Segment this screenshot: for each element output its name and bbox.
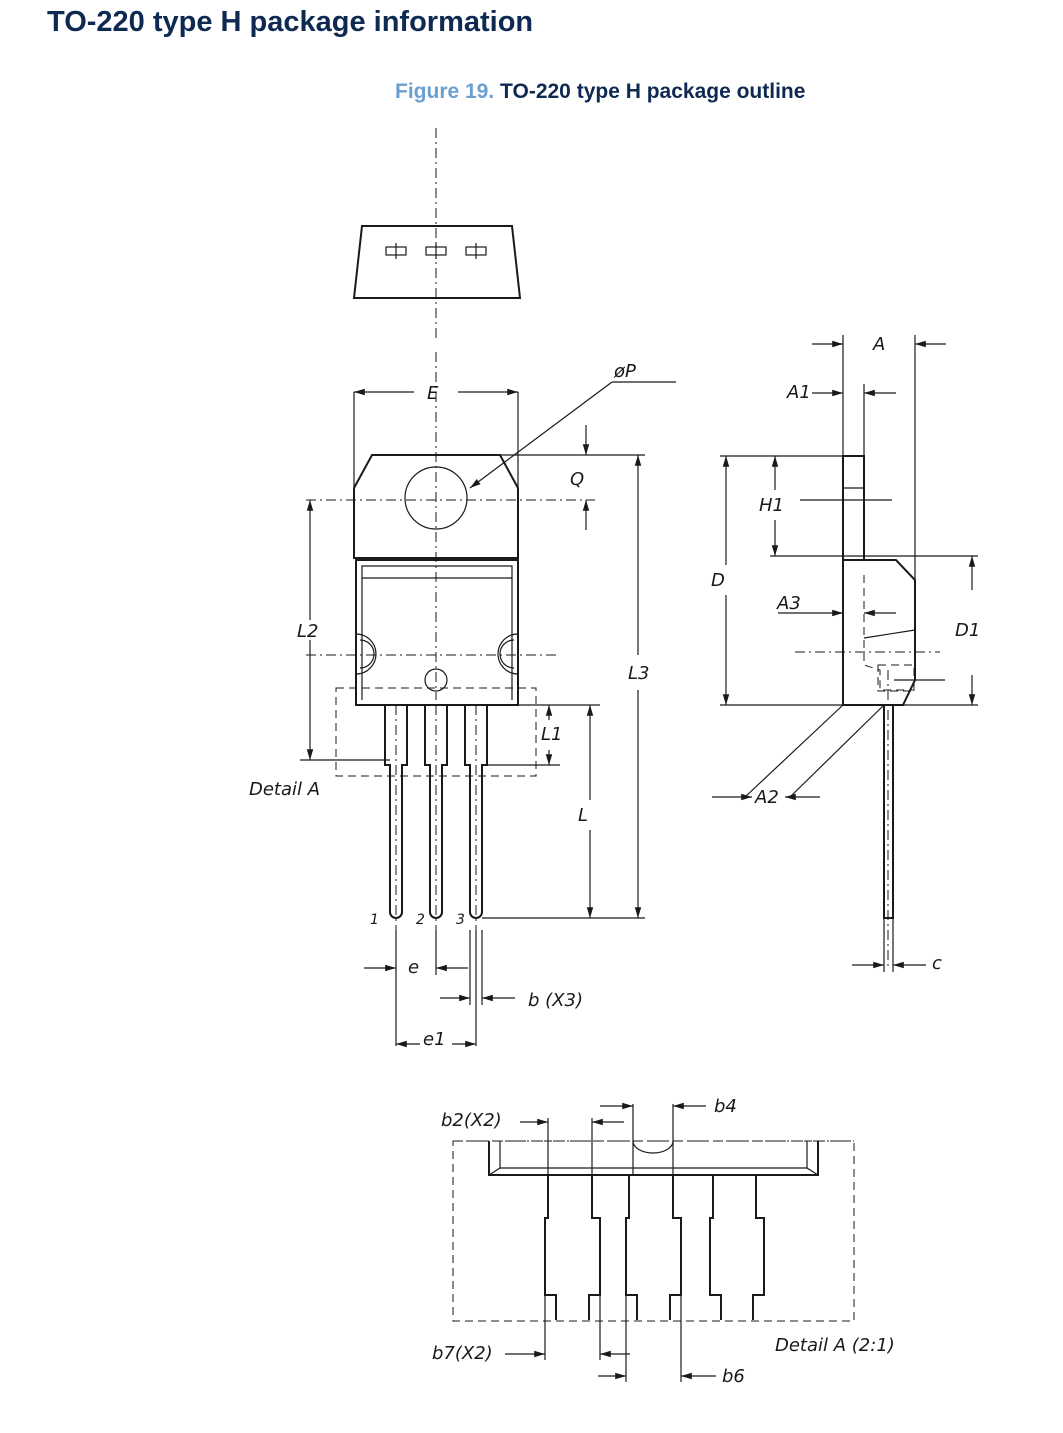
label-A: A bbox=[872, 334, 885, 355]
figure-number: Figure 19. bbox=[395, 80, 495, 103]
side-view bbox=[712, 335, 978, 972]
label-L3: L3 bbox=[628, 663, 649, 684]
label-pin-2: 2 bbox=[416, 912, 425, 928]
figure-title: TO-220 type H package outline bbox=[500, 80, 806, 103]
label-pin-3: 3 bbox=[456, 912, 465, 928]
label-pin-1: 1 bbox=[370, 912, 379, 928]
label-b6: b6 bbox=[722, 1366, 745, 1387]
detail-a-view bbox=[452, 1102, 855, 1382]
label-L1: L1 bbox=[541, 724, 562, 745]
label-detail-a-scale: Detail A (2:1) bbox=[775, 1335, 895, 1356]
label-Q: Q bbox=[570, 469, 584, 490]
label-b: b (X3) bbox=[528, 990, 583, 1011]
label-e1: e1 bbox=[423, 1029, 446, 1050]
top-view bbox=[352, 128, 522, 340]
label-b4: b4 bbox=[714, 1096, 737, 1117]
label-L2: L2 bbox=[297, 621, 318, 642]
label-A2: A2 bbox=[754, 787, 779, 808]
label-H1: H1 bbox=[759, 495, 784, 516]
label-detail-a: Detail A bbox=[249, 779, 320, 800]
label-D1: D1 bbox=[955, 620, 980, 641]
page-heading: TO-220 type H package information bbox=[47, 6, 534, 38]
label-c: c bbox=[932, 953, 942, 974]
label-b7: b7(X2) bbox=[432, 1343, 493, 1364]
label-A3: A3 bbox=[776, 593, 801, 614]
label-A1: A1 bbox=[786, 382, 811, 403]
front-view bbox=[300, 352, 676, 1048]
figure-caption: Figure 19. TO-220 type H package outline bbox=[395, 80, 805, 104]
label-D: D bbox=[711, 570, 725, 591]
label-phiP: øP bbox=[613, 361, 636, 382]
label-E: E bbox=[427, 383, 439, 404]
label-L: L bbox=[578, 805, 588, 826]
label-b2: b2(X2) bbox=[441, 1110, 502, 1131]
label-e: e bbox=[408, 957, 419, 978]
